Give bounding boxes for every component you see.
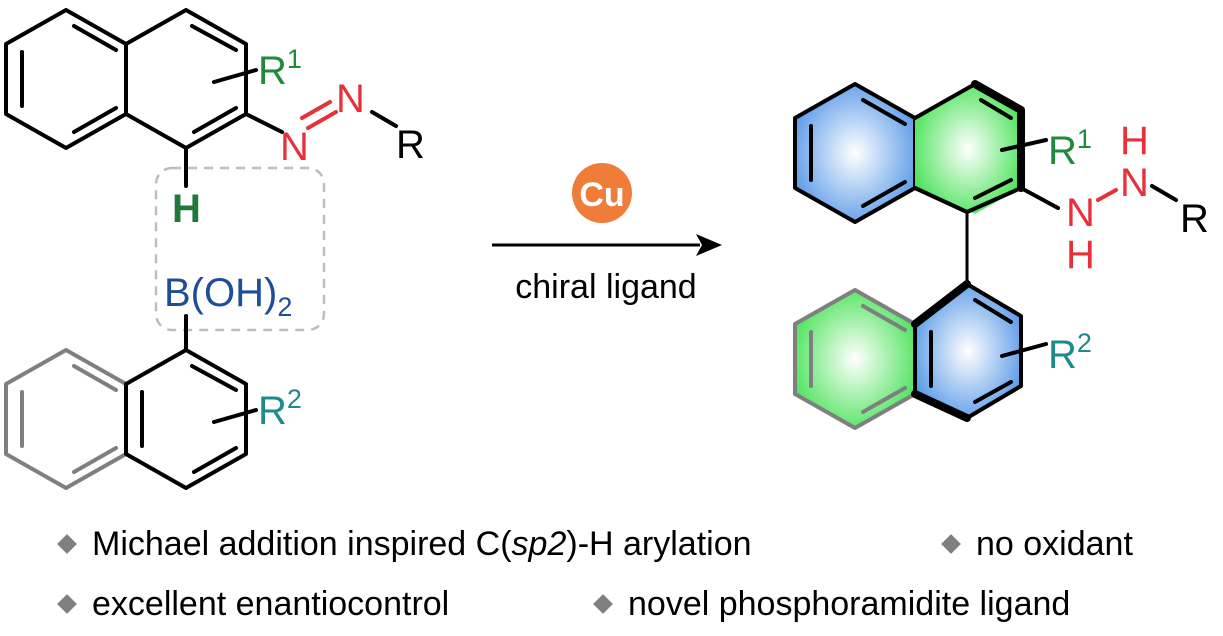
product-biaryl <box>793 80 1178 430</box>
catalyst-badge <box>572 163 632 223</box>
r2-bond <box>212 408 258 424</box>
reactant-naphthyl-azo <box>4 8 398 188</box>
boronic-acid-label: B(OH)2 <box>164 271 292 322</box>
azo-n2-label: N <box>336 77 365 121</box>
double-bond <box>190 24 238 52</box>
double-bond <box>72 446 118 474</box>
diamond-bullet-icon <box>941 534 961 554</box>
n-r-bond <box>370 110 398 128</box>
r1-label: R1 <box>258 44 302 93</box>
double-bond <box>72 364 118 392</box>
reactant1-ring-right <box>124 8 248 150</box>
diamond-bullet-icon <box>57 534 77 554</box>
catalyst-label: Cu <box>579 176 624 214</box>
product-nh2-h-label: H <box>1120 119 1149 163</box>
highlight-item: novel phosphoramidite ligand <box>590 584 1070 624</box>
azo-n1-label: N <box>280 125 309 169</box>
reactive-site-box <box>154 166 326 332</box>
product-nh2-n-label: N <box>1120 161 1149 205</box>
h-atom-label: H <box>172 187 201 231</box>
arrow-head <box>696 234 722 256</box>
product-r1-label: R1 <box>1048 124 1092 173</box>
r1-bond <box>212 68 258 84</box>
double-bond <box>192 446 238 474</box>
product-r2-label: R2 <box>1048 328 1092 377</box>
reactant2-ring-left <box>4 348 128 490</box>
diamond-bullet-icon <box>593 594 613 614</box>
highlight-item: excellent enantiocontrol <box>54 584 449 624</box>
product-ring-top-right-fill <box>915 84 1021 214</box>
reactant2-labels: B(OH)2 R2 <box>164 271 302 433</box>
azo-bond <box>306 110 338 130</box>
reactant2-ring-right <box>124 348 248 490</box>
r2-label: R2 <box>258 384 302 433</box>
condition-label: chiral ligand <box>515 268 696 306</box>
reaction-arrow-group: Cu chiral ligand <box>492 163 722 306</box>
product-nh1-h-label: H <box>1066 233 1095 277</box>
highlights-list: Michael addition inspired C(sp2)-H aryla… <box>0 520 1223 636</box>
double-bond <box>72 24 118 52</box>
product-nh1-n-label: N <box>1066 191 1095 235</box>
reactant-naphthylboronic-acid <box>4 314 258 490</box>
c-n-bond <box>244 112 284 134</box>
double-bond <box>190 364 238 392</box>
product-r-end-label: R <box>1180 197 1209 241</box>
double-bond <box>72 106 118 134</box>
product-ring-bottom-right-fill <box>915 284 1021 418</box>
reactant1-labels: R1 N N R H <box>172 44 425 231</box>
product-labels: R1 N H N H R R2 <box>1048 119 1209 377</box>
highlight-item: no oxidant <box>938 524 1133 564</box>
r-end-label: R <box>396 123 425 167</box>
azo-bond <box>300 100 332 120</box>
diamond-bullet-icon <box>57 594 77 614</box>
double-bond <box>192 106 238 134</box>
highlight-item: Michael addition inspired C(sp2)-H aryla… <box>54 524 752 564</box>
